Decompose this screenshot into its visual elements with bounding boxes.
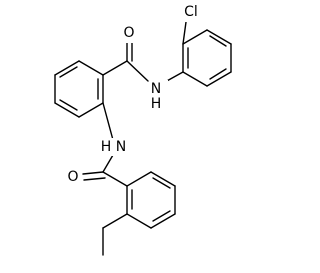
structure-diagram: Cl N H O H N O <box>54 2 232 256</box>
nitrogen-label-top: N <box>151 81 161 97</box>
bond <box>78 102 104 118</box>
chlorophenyl-ring <box>182 29 232 87</box>
bond <box>54 60 80 76</box>
bond-carbonyl-n <box>126 60 149 82</box>
double-bond-inner <box>209 35 227 47</box>
oxygen-label-top: O <box>123 25 134 41</box>
bond <box>78 60 104 76</box>
bond <box>54 102 80 118</box>
methylphenyl-ring <box>126 171 176 229</box>
hydrogen-label-bottom: H <box>101 139 112 155</box>
bond-c-cl <box>182 21 187 45</box>
hydrogen-label-top: H <box>151 96 162 112</box>
bond-carbonyl-ring <box>102 171 128 187</box>
bond-methyl <box>102 213 128 229</box>
oxygen-label-bottom: O <box>67 169 78 185</box>
bond <box>126 213 152 229</box>
double-bond-inner <box>59 66 78 78</box>
bond-ring-carbonyl <box>102 60 128 76</box>
double-bond-inner <box>209 68 227 80</box>
nitrogen-label-bottom: N <box>116 139 126 155</box>
bond <box>182 71 208 87</box>
central-benzene-ring <box>54 60 104 118</box>
double-bond-inner <box>59 99 78 111</box>
bond <box>126 171 152 187</box>
double-bond-inner <box>152 177 171 189</box>
bond-n-carbonyl <box>102 154 114 173</box>
bond <box>206 71 232 87</box>
bond <box>206 29 232 45</box>
bond-ring-n <box>102 102 114 141</box>
bond <box>150 171 176 187</box>
bond <box>150 213 176 229</box>
chlorine-label: Cl <box>184 4 198 20</box>
bond <box>182 29 208 45</box>
double-bond-inner <box>152 210 171 222</box>
bond-carbonyl-o-bottom-double <box>83 177 106 181</box>
bond-carbonyl-o-bottom <box>82 171 104 175</box>
